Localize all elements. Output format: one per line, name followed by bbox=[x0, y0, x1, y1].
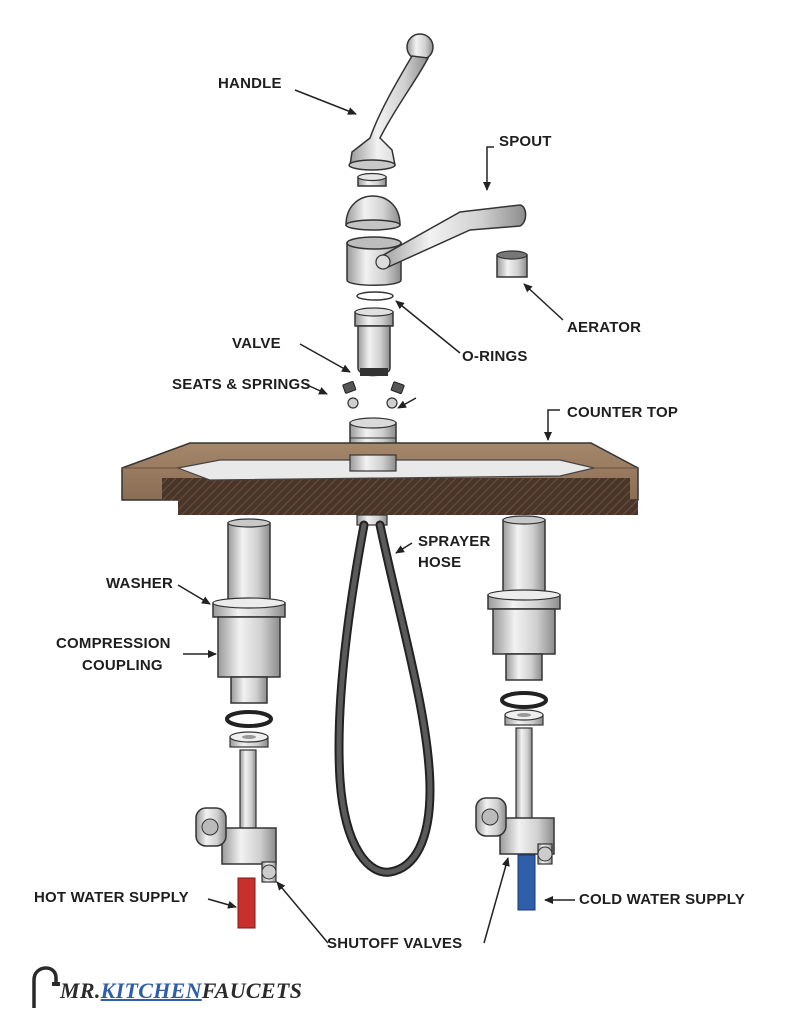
label-sprayer-hose-1: SPRAYER bbox=[418, 533, 491, 550]
valve-arrow bbox=[299, 343, 351, 373]
label-aerator: AERATOR bbox=[567, 319, 642, 336]
dome-part bbox=[345, 195, 401, 231]
o-rings-arrow bbox=[395, 300, 461, 354]
label-o-rings: O-RINGS bbox=[462, 348, 528, 365]
cold-pipe bbox=[517, 854, 536, 911]
label-compression-coupling-1: COMPRESSION bbox=[56, 635, 171, 652]
shutoff-arrow-right bbox=[483, 857, 510, 944]
seats-springs-arrow-left bbox=[304, 383, 328, 395]
label-handle: HANDLE bbox=[218, 75, 282, 92]
label-seats-springs: SEATS & SPRINGS bbox=[172, 376, 311, 393]
washer-arrow bbox=[177, 584, 211, 605]
brand-accent: KITCHEN bbox=[100, 978, 202, 1003]
label-shutoff-valves: SHUTOFF VALVES bbox=[327, 935, 463, 952]
label-cold-water-supply: COLD WATER SUPPLY bbox=[579, 891, 745, 908]
hot-shutoff-valve-part bbox=[195, 749, 277, 883]
brand-name: MR.KITCHENFAUCETS bbox=[60, 978, 302, 1004]
aerator-arrow bbox=[523, 283, 564, 321]
spout-arrow bbox=[483, 146, 494, 191]
label-spout: SPOUT bbox=[499, 133, 552, 150]
label-compression-coupling-2: COUPLING bbox=[82, 657, 163, 674]
sprayer-hose-arrow bbox=[395, 542, 413, 554]
valve-part bbox=[354, 307, 394, 377]
handle-part bbox=[348, 33, 434, 171]
counter-top-part bbox=[121, 442, 639, 515]
brand-suffix: FAUCETS bbox=[201, 978, 303, 1003]
leader-lines bbox=[177, 89, 575, 944]
label-hot-water-supply: HOT WATER SUPPLY bbox=[34, 889, 189, 906]
label-valve: VALVE bbox=[232, 335, 281, 352]
cap-part bbox=[357, 172, 387, 187]
cold-washer-part bbox=[500, 691, 548, 709]
label-washer: WASHER bbox=[106, 575, 174, 592]
hot-coupling-nut-part bbox=[229, 731, 269, 748]
spout-part bbox=[346, 204, 527, 286]
seats-springs-arrow-right bbox=[397, 397, 417, 409]
hot-shank-part bbox=[212, 518, 286, 704]
label-counter-top: COUNTER TOP bbox=[567, 404, 679, 421]
o-ring-part bbox=[356, 291, 394, 301]
hot-washer-part bbox=[225, 710, 273, 728]
aerator-part bbox=[496, 250, 528, 278]
brand-prefix: MR. bbox=[60, 978, 101, 1003]
sprayer-hose-part bbox=[334, 514, 435, 877]
handle-arrow bbox=[294, 89, 357, 115]
seats-springs-part bbox=[342, 381, 405, 409]
cold-shank-part bbox=[487, 515, 561, 681]
hot-supply-arrow bbox=[207, 898, 237, 909]
cold-coupling-nut-part bbox=[504, 709, 544, 726]
faucet-logo-icon bbox=[32, 966, 60, 1008]
hot-pipe bbox=[237, 877, 256, 929]
shutoff-arrow-left bbox=[276, 881, 329, 944]
cold-shutoff-valve-part bbox=[475, 727, 555, 865]
label-sprayer-hose-2: HOSE bbox=[418, 554, 462, 571]
brand-logo: MR.KITCHENFAUCETS bbox=[28, 966, 308, 1010]
counter-top-arrow bbox=[544, 409, 560, 441]
